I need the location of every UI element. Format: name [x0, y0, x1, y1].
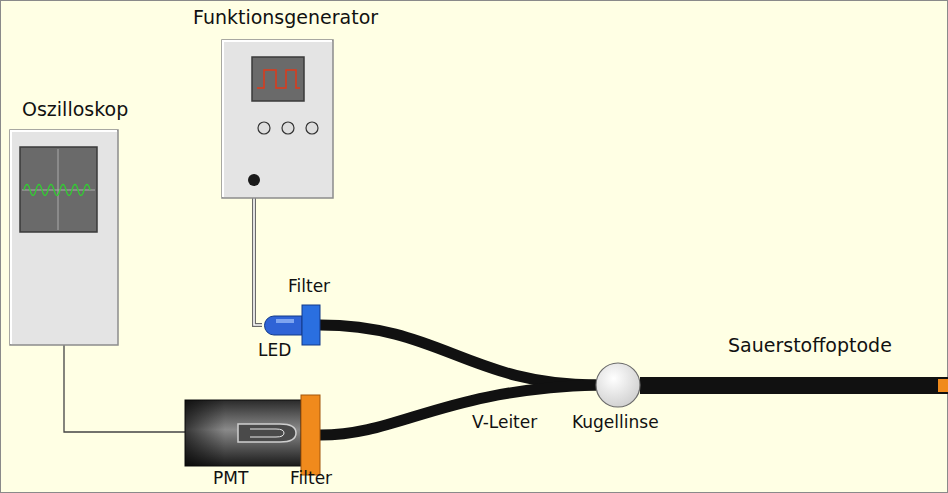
filter-label: Filter [288, 276, 330, 296]
led-symbol [265, 316, 303, 335]
optical-fiber [320, 325, 596, 385]
optical-fiber-line [320, 325, 596, 385]
pmt-symbol [185, 400, 301, 466]
optical-fiber [320, 385, 596, 435]
optode-tip [938, 379, 948, 392]
optode-fiber [640, 377, 948, 394]
ball-lens-node: Kugellinse [596, 363, 640, 407]
filter-label: Filter [290, 468, 332, 488]
optical-fiber-line [320, 385, 596, 435]
function-generator-node: Funktionsgenerator [222, 40, 333, 198]
signal-wire-line [64, 345, 185, 432]
oscilloscope-node: Oszilloskop [10, 130, 118, 345]
pmt-label: PMT [213, 468, 248, 488]
oscilloscope-label: Oszilloskop [22, 98, 128, 121]
ball-lens-label: Kugellinse [572, 412, 659, 432]
signal-cable [254, 198, 262, 325]
function-generator-label: Funktionsgenerator [193, 6, 378, 29]
filter-node: Filter [301, 395, 320, 475]
signal-wire [64, 345, 185, 432]
pmt-node: PMT [185, 400, 301, 466]
signal-cable-line [254, 198, 262, 325]
filter-node: Filter [302, 305, 320, 345]
blue-filter [302, 305, 320, 345]
orange-filter [301, 395, 320, 475]
ball-lens [596, 363, 640, 407]
fiber-label: V-Leiter [470, 412, 539, 432]
function-generator-device [222, 40, 333, 198]
signal-cable-core [254, 198, 262, 325]
led-label: LED [258, 340, 291, 360]
led-node: LED [262, 313, 302, 337]
optode-node: Sauerstoffoptode [640, 377, 948, 394]
oscilloscope-device [10, 130, 118, 345]
optode-label: Sauerstoffoptode [728, 334, 892, 357]
